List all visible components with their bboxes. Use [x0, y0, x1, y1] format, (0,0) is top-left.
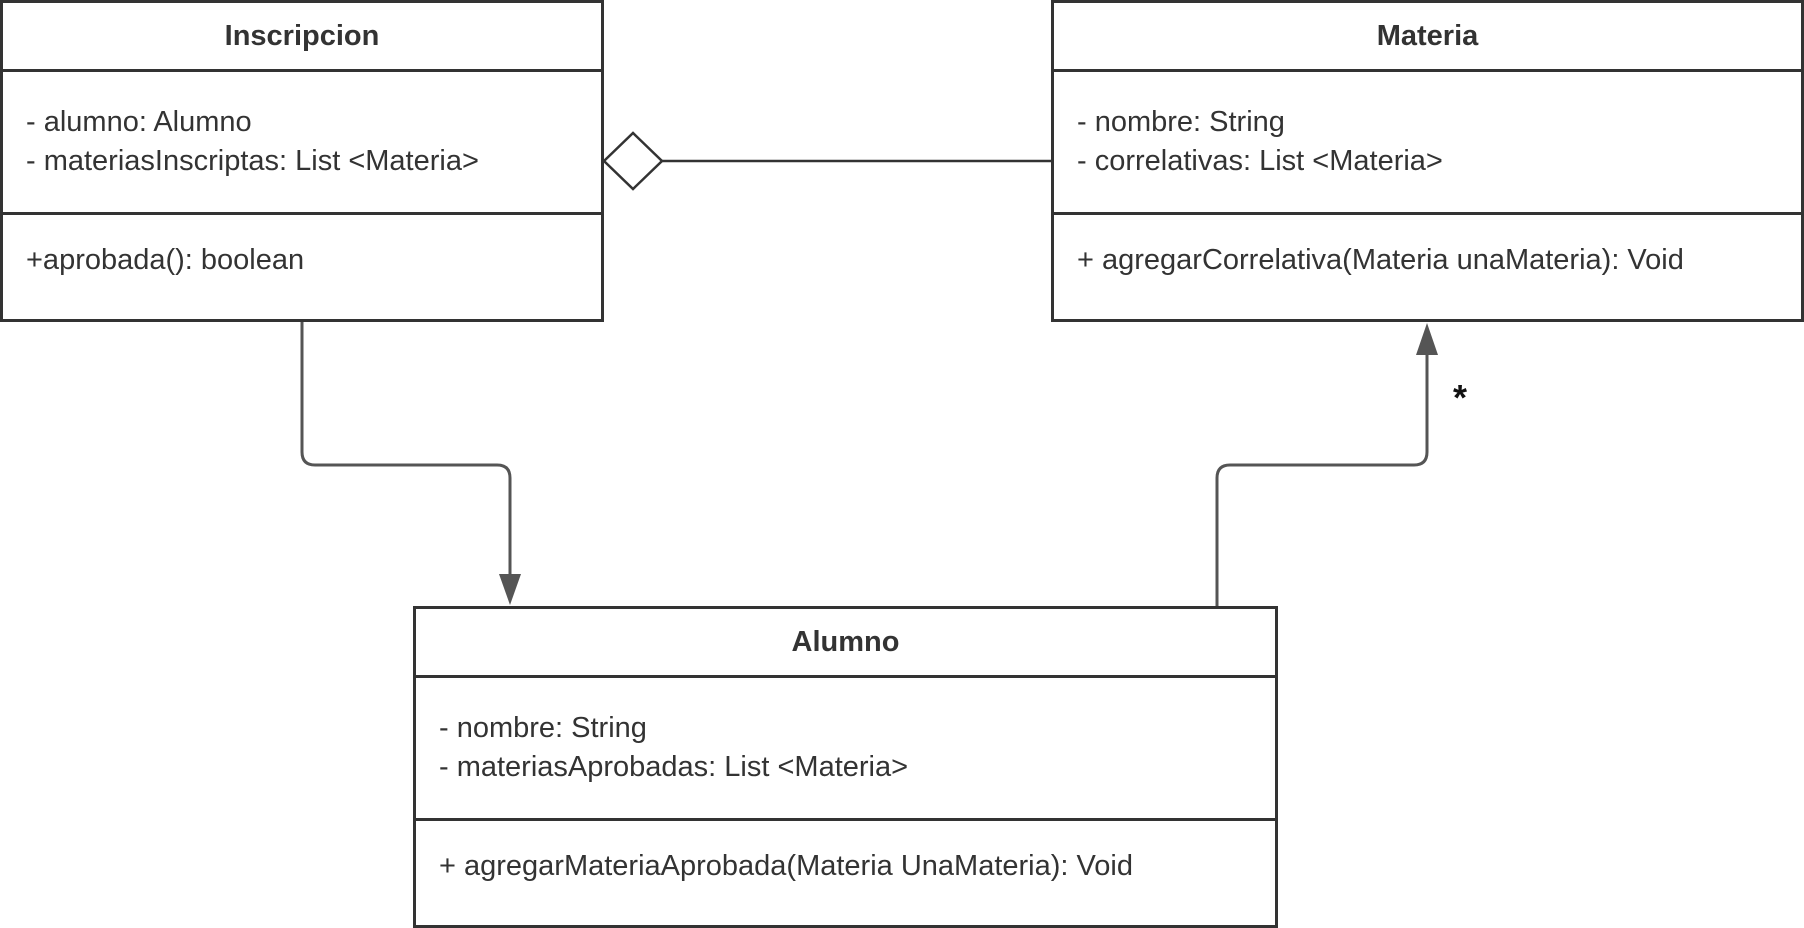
method-agregar-correlativa: + agregarCorrelativa(Materia unaMateria)… [1077, 244, 1684, 276]
attribute-materias-inscriptas: - materiasInscriptas: List <Materia> [26, 145, 479, 177]
method-aprobada: +aprobada(): boolean [26, 244, 305, 276]
multiplicity-label: * [1453, 377, 1468, 418]
methods-section: + agregarCorrelativa(Materia unaMateria)… [1054, 215, 1801, 280]
attribute-materias-aprobadas: - materiasAprobadas: List <Materia> [439, 751, 909, 783]
attribute-nombre: - nombre: String [439, 712, 647, 744]
class-name: Alumno [416, 609, 1275, 678]
methods-section: +aprobada(): boolean [3, 215, 601, 280]
arrowhead-down-icon [499, 574, 521, 605]
attribute-correlativas: - correlativas: List <Materia> [1077, 145, 1443, 177]
uml-class-inscripcion[interactable]: Inscripcion - alumno: Alumno - materiasI… [0, 0, 604, 322]
attribute-nombre: - nombre: String [1077, 106, 1285, 138]
association-path [300, 322, 512, 574]
attribute-alumno: - alumno: Alumno [26, 106, 252, 138]
class-name: Inscripcion [3, 3, 601, 72]
attributes-section: - nombre: String - materiasAprobadas: Li… [416, 678, 1275, 821]
class-name: Materia [1054, 3, 1801, 72]
method-agregar-materia-aprobada: + agregarMateriaAprobada(Materia UnaMate… [439, 850, 1133, 882]
aggregation-diamond-icon [602, 131, 664, 191]
association-connector-inscripcion-alumno [300, 322, 521, 605]
aggregation-connector-inscripcion-materia [602, 131, 1051, 191]
methods-section: + agregarMateriaAprobada(Materia UnaMate… [416, 821, 1275, 886]
association-path [1215, 355, 1429, 606]
attributes-section: - alumno: Alumno - materiasInscriptas: L… [3, 72, 601, 215]
association-connector-alumno-materia [1215, 323, 1438, 606]
attributes-section: - nombre: String - correlativas: List <M… [1054, 72, 1801, 215]
uml-class-alumno[interactable]: Alumno - nombre: String - materiasAproba… [413, 606, 1278, 928]
uml-class-materia[interactable]: Materia - nombre: String - correlativas:… [1051, 0, 1804, 322]
arrowhead-up-icon [1416, 323, 1438, 355]
